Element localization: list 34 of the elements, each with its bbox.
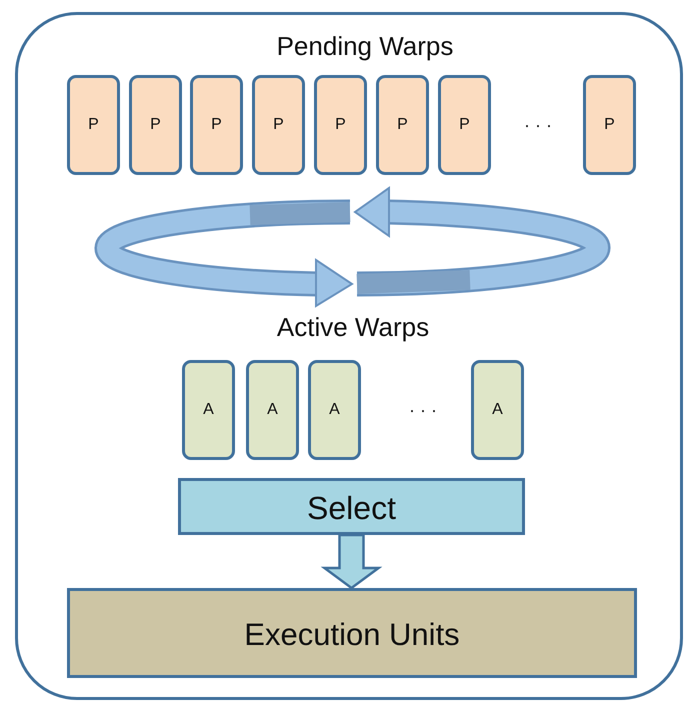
warp-letter: A [267,401,278,419]
warp-box [182,360,235,460]
warp-box [314,75,367,175]
warp-letter: P [211,116,222,134]
warp-letter: A [492,401,503,419]
scheduler-frame [15,12,683,700]
warp-box [190,75,243,175]
warp-letter: P [273,116,284,134]
warp-box [376,75,429,175]
warp-letter: A [203,401,214,419]
warp-box [67,75,120,175]
warp-box [471,360,524,460]
ellipsis: · · · [523,114,553,136]
group-heading: Pending Warps [276,30,454,62]
warp-letter: A [329,401,340,419]
execution-units-box [67,588,637,678]
warp-box [583,75,636,175]
warp-letter: P [459,116,470,134]
select-box [178,478,525,535]
warp-box [246,360,299,460]
warp-box [129,75,182,175]
warp-box [308,360,361,460]
ellipsis: · · · [408,398,438,422]
warp-letter: P [397,116,408,134]
warp-box [252,75,305,175]
box-title: Select [307,489,396,527]
arrow [320,534,382,590]
warp-letter: P [150,116,161,134]
warp-letter: P [604,116,615,134]
warp-box [438,75,491,175]
box-title: Execution Units [244,616,460,653]
warp-letter: P [88,116,99,134]
warp-letter: P [335,116,346,134]
group-heading: Active Warps [276,310,430,344]
